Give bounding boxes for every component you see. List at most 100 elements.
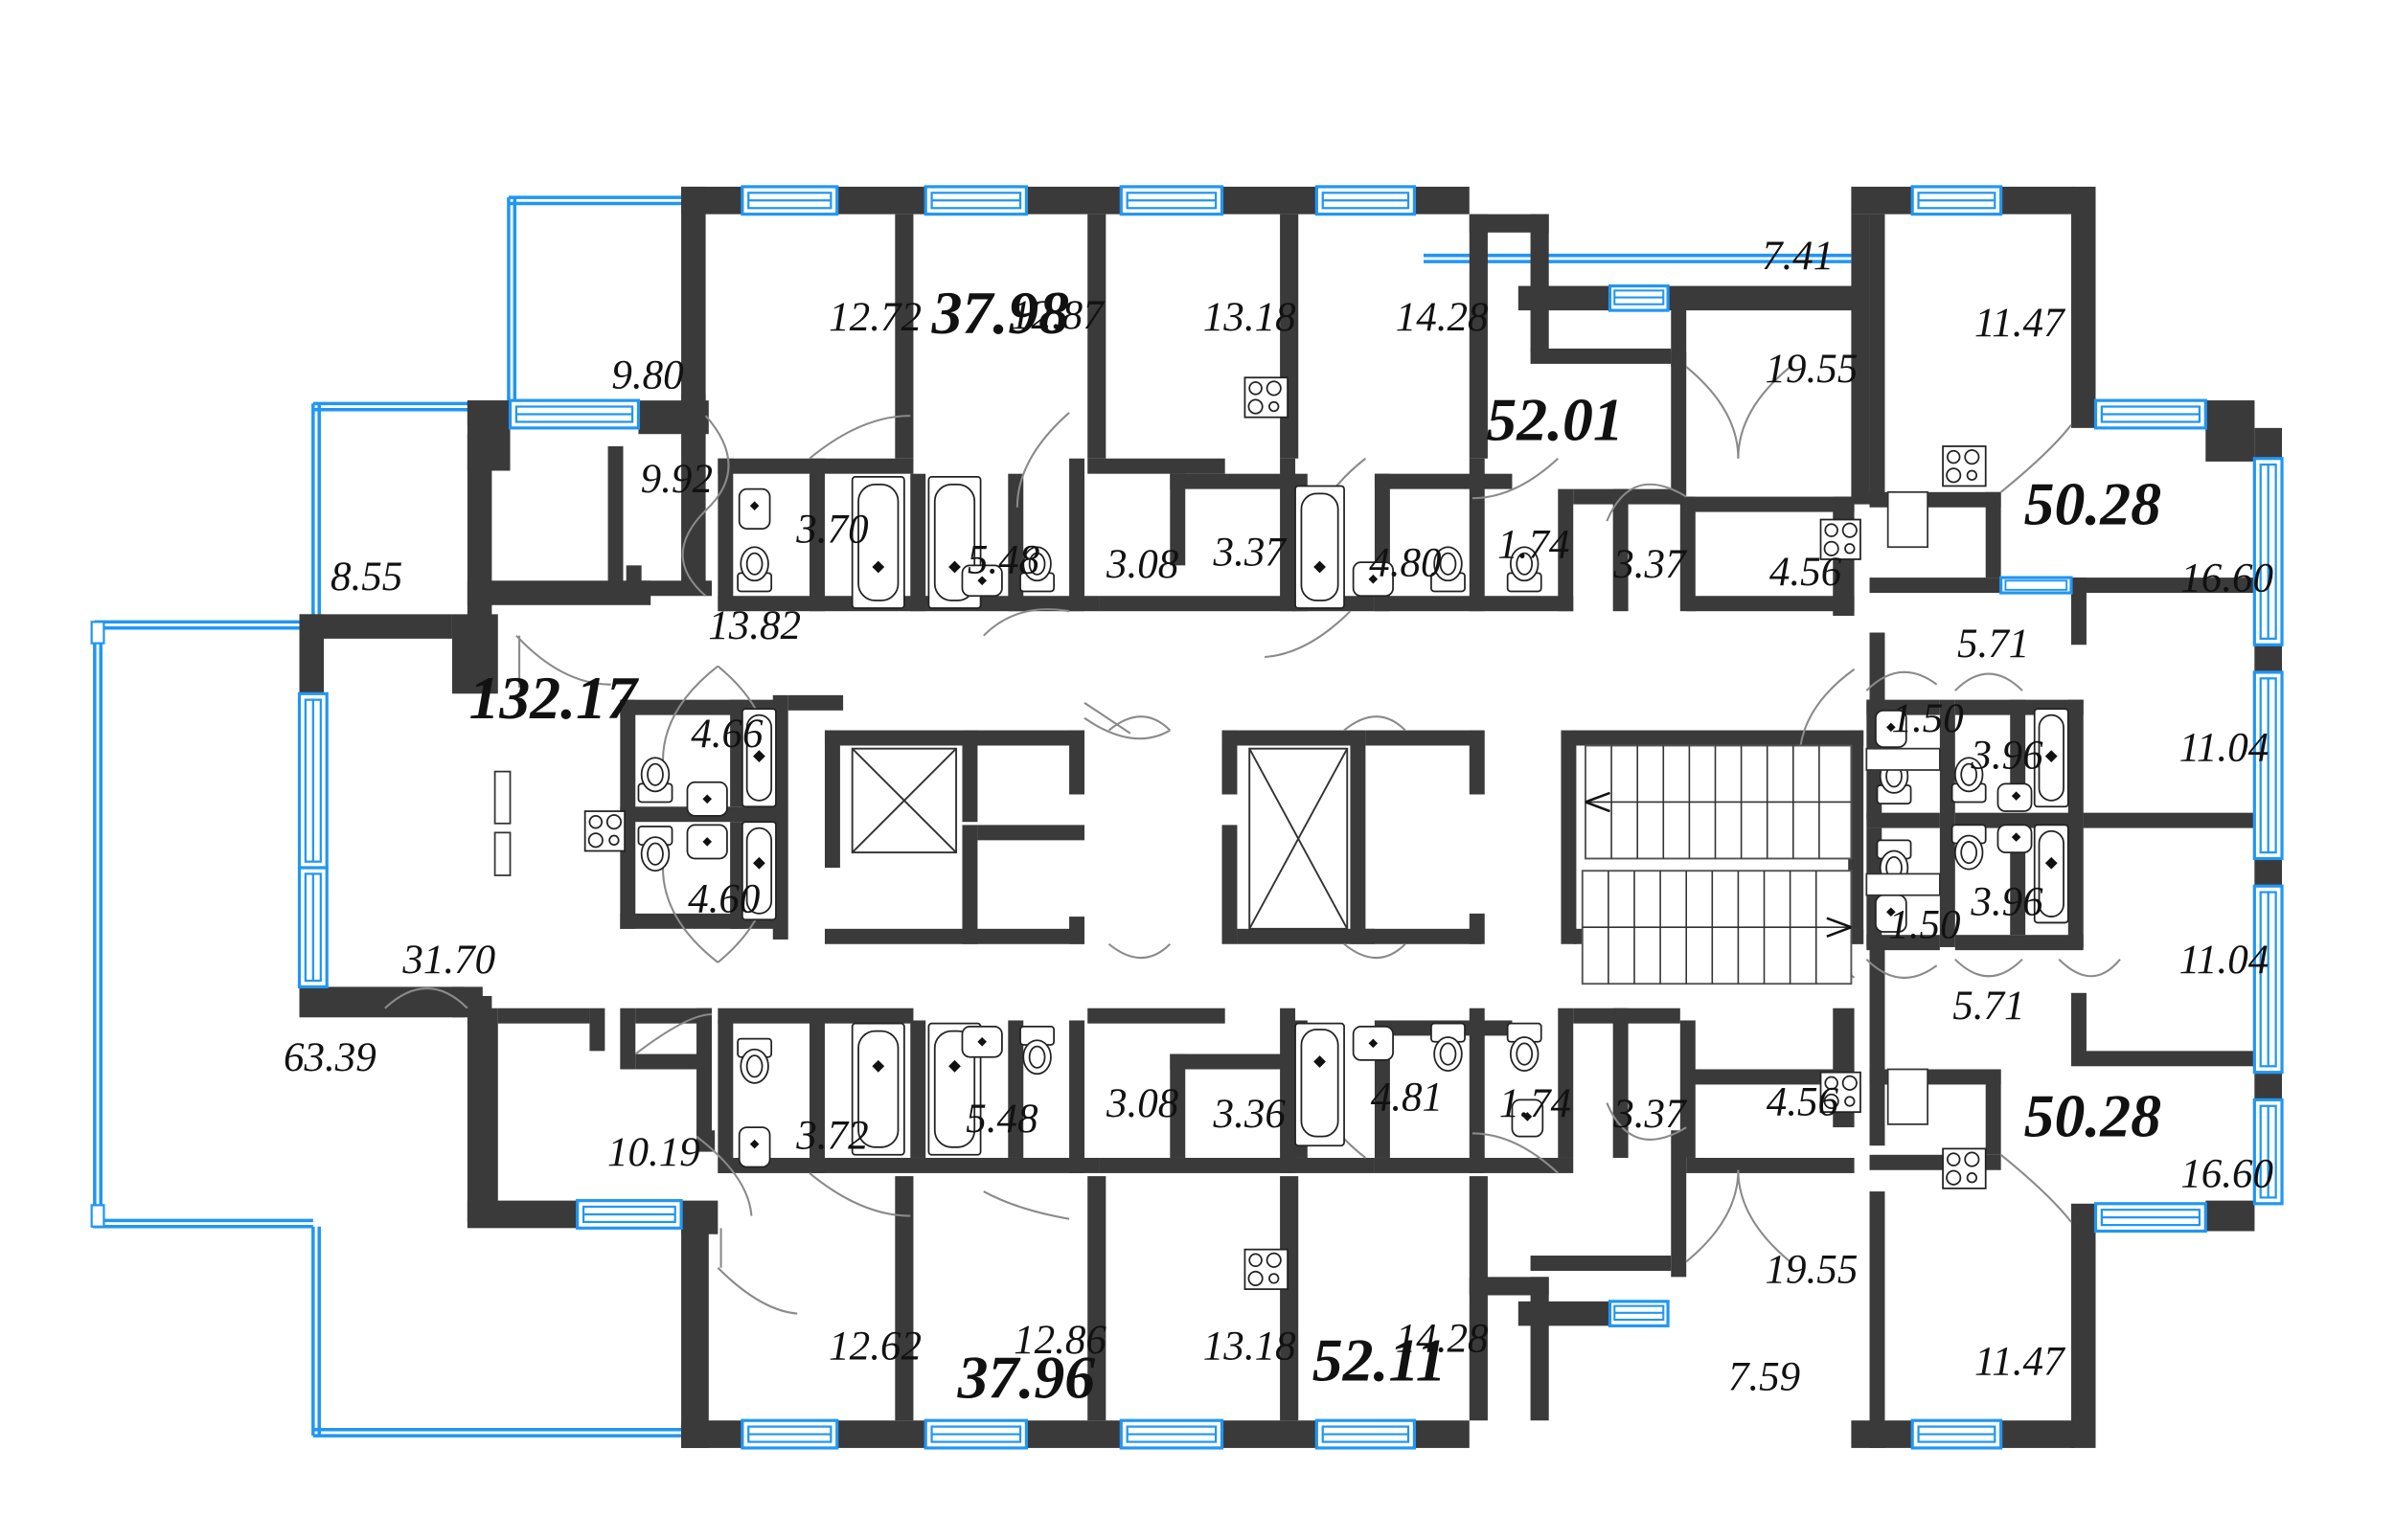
toilet-icon xyxy=(737,546,773,593)
stove-icon xyxy=(1942,445,1987,487)
sink-icon xyxy=(1511,1098,1544,1138)
room-area-label: 10.19 xyxy=(607,1130,700,1175)
room-area-label: 5.48 xyxy=(968,537,1040,582)
window-icon xyxy=(924,185,1029,216)
door-swing-icon xyxy=(1865,670,1938,691)
toilet-icon xyxy=(1506,1022,1542,1072)
bathtub-icon xyxy=(851,476,905,609)
door-swing-icon xyxy=(1999,1153,2072,1223)
room-area-label: 11.04 xyxy=(2179,725,2270,770)
toilet-icon xyxy=(1950,824,1987,871)
toilet-icon xyxy=(737,1037,773,1084)
bathtub-icon xyxy=(2033,824,2069,924)
elevator-icon xyxy=(1248,747,1349,930)
door-swing-icon xyxy=(2058,958,2121,978)
door-swing-icon xyxy=(1471,1132,1559,1174)
sink-icon xyxy=(1875,709,1907,748)
toilet-icon xyxy=(1950,757,1987,804)
room-area-label: 1.74 xyxy=(1497,522,1569,567)
door-swing-icon xyxy=(1685,1169,1740,1263)
door-swing-icon xyxy=(828,1240,895,1256)
room-area-label: 3.72 xyxy=(795,1113,868,1158)
door-swing-icon xyxy=(983,1190,1070,1220)
room-area-label: 13.18 xyxy=(1203,295,1296,340)
door-swing-icon xyxy=(681,510,707,598)
room-area-label: 4.60 xyxy=(688,876,760,921)
room-area-label: 12.72 xyxy=(829,295,922,340)
stove-icon xyxy=(1819,518,1861,560)
door-swing-icon xyxy=(1343,942,1406,959)
closet-icon xyxy=(1886,490,1928,549)
room-area-label: 31.70 xyxy=(401,938,495,983)
door-swing-icon xyxy=(1083,716,1171,740)
window-icon xyxy=(1910,185,2003,216)
window-icon xyxy=(1119,185,1224,216)
window-icon xyxy=(297,691,329,870)
window-icon xyxy=(1314,1418,1416,1450)
room-area-label: 3.08 xyxy=(1106,542,1179,587)
room-area-label: 13.18 xyxy=(1203,1324,1296,1369)
room-area-label: 1.50 xyxy=(1891,696,1963,741)
bathtub-icon xyxy=(741,708,777,808)
room-area-label: 4.56 xyxy=(1769,550,1842,595)
room-area-label: 16.60 xyxy=(2180,1151,2273,1196)
sink-icon xyxy=(961,1025,1003,1058)
sink-icon xyxy=(738,1126,771,1168)
sink-icon xyxy=(1875,894,1907,933)
door-swing-icon xyxy=(1954,672,2023,691)
door-swing-icon xyxy=(1865,958,1938,979)
sink-icon xyxy=(738,487,771,530)
room-area-label: 3.08 xyxy=(1106,1081,1179,1126)
room-area-label: 4.56 xyxy=(1767,1079,1839,1124)
closet-icon xyxy=(1886,1068,1928,1125)
window-icon xyxy=(508,398,641,430)
door-swing-icon xyxy=(1471,457,1559,500)
window-icon xyxy=(924,1418,1029,1450)
toilet-icon xyxy=(1430,1022,1466,1072)
room-area-label: 7.59 xyxy=(1728,1354,1800,1399)
door-swing-icon xyxy=(1737,366,1791,459)
door-swing-icon xyxy=(717,1267,798,1315)
door-swing-icon xyxy=(809,1172,911,1217)
room-area-label: 5.71 xyxy=(1957,622,2029,667)
door-swing-icon xyxy=(704,415,730,511)
room-area-label: 3.37 xyxy=(1612,1092,1687,1137)
room-area-label: 9.92 xyxy=(641,457,713,502)
room-area-label: 9.80 xyxy=(611,352,683,397)
door-swing-icon xyxy=(1737,1169,1791,1263)
room-area-label: 3.96 xyxy=(1970,879,2043,924)
toilet-icon xyxy=(1019,1025,1056,1076)
column-icon xyxy=(493,770,512,876)
toilet-icon xyxy=(637,757,673,804)
door-swing-icon xyxy=(1606,483,1687,522)
room-area-label: 63.39 xyxy=(284,1035,376,1080)
room-area-label: 12.87 xyxy=(1011,293,1105,338)
door-swing-icon xyxy=(696,1135,753,1216)
room-area-label: 1.50 xyxy=(1888,902,1960,947)
room-area-label: 14.28 xyxy=(1396,1316,1489,1361)
door-swing-icon xyxy=(384,987,468,1009)
room-area-label: 11.47 xyxy=(1974,1339,2065,1384)
room-area-label: 16.60 xyxy=(2180,555,2273,600)
apartment-area-label: 50.28 xyxy=(2024,469,2161,537)
window-icon xyxy=(741,1418,839,1450)
door-swing-icon xyxy=(515,634,611,686)
room-area-label: 11.47 xyxy=(1974,301,2065,346)
counter-icon xyxy=(1865,872,1941,896)
door-swing-icon xyxy=(2059,674,2120,691)
toilet-icon xyxy=(1430,546,1466,593)
sink-icon xyxy=(1352,1025,1394,1061)
door-swing-icon xyxy=(1999,424,2072,493)
window-icon xyxy=(1314,185,1416,216)
walls-group xyxy=(299,186,2283,1448)
room-area-label: 19.55 xyxy=(1766,347,1859,392)
door-swing-icon xyxy=(1015,412,1070,508)
bathtub-icon xyxy=(1294,485,1345,609)
apartment-area-label: 52.11 xyxy=(1312,1326,1447,1394)
stairs-group xyxy=(1581,744,1853,985)
sink-icon xyxy=(686,824,728,860)
room-area-label: 12.62 xyxy=(829,1324,922,1369)
room-area-label: 3.96 xyxy=(1970,733,2043,778)
sink-icon xyxy=(1352,561,1394,598)
